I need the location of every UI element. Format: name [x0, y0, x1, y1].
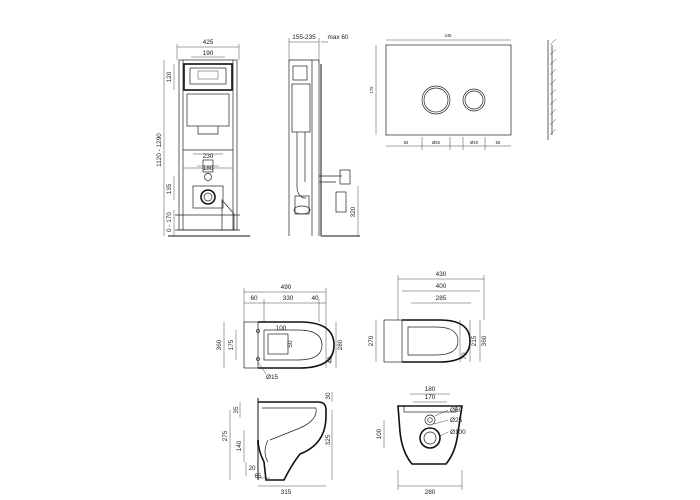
bowl-bolt-label: Ø15 — [266, 374, 279, 381]
bowl-hole-w-label: 100 — [276, 325, 287, 332]
plate-dim-1-label: 55 — [404, 140, 409, 145]
rear-bottom-label: 280 — [425, 489, 436, 496]
side-d65-label: 65 — [254, 473, 262, 480]
seat-d2-label: 215 — [471, 335, 478, 346]
side-d20-label: 20 — [248, 465, 256, 472]
bowl-hole-h-label: 50 — [287, 340, 294, 348]
install-foot-range-label: 0 - 170 — [166, 212, 173, 232]
install-side-a-label: 135 — [166, 183, 173, 194]
seat-height-left-label: 270 — [368, 335, 375, 346]
side-d140-label: 140 — [236, 440, 243, 451]
rear-d60-label: Ø60 — [450, 407, 463, 414]
seat-mid-label: 400 — [436, 283, 447, 290]
install-top-height-label: 120 — [166, 71, 173, 82]
bowl-width-label: 360 — [216, 339, 223, 350]
side-pipe-height-label: 320 — [350, 206, 357, 217]
bowl-dim-mid-label: 330 — [283, 295, 294, 302]
flush-plate-view: 246 175 55 Ø65 Ø48 55 — [369, 33, 557, 150]
side-d30-label: 30 — [325, 392, 332, 400]
bowl-side-right-label: 40 — [327, 356, 334, 364]
bowl-dim-left-label: 60 — [250, 295, 258, 302]
seat-outer-label: 430 — [436, 271, 447, 278]
side-d35-label: 35 — [233, 406, 240, 414]
seat-top-view: 430 400 285 270 70 215 360 — [368, 271, 488, 363]
bowl-inner-label: 175 — [228, 339, 235, 350]
plate-width-label: 246 — [445, 33, 453, 38]
rear-height-label: 100 — [376, 428, 383, 439]
install-total-height-label: 1120 - 1290 — [156, 133, 163, 167]
rear-top-label: 180 — [425, 386, 436, 393]
install-inner-width-label: 190 — [203, 50, 214, 57]
rear-d100-label: Ø100 — [450, 429, 466, 436]
seat-d1-label: 70 — [461, 352, 468, 360]
rear-d25-label: Ø25 — [450, 417, 463, 424]
installation-front-view: 425 190 120 1120 - 1290 230 180 135 0 - … — [156, 39, 250, 237]
side-max-depth-label: max 60 — [328, 34, 349, 41]
rear-inner-label: 170 — [425, 394, 436, 401]
install-spacing-a-label: 230 — [203, 153, 214, 160]
seat-inner-label: 285 — [436, 295, 447, 302]
bowl-side-view: 35 30 275 140 325 20 65 315 — [222, 392, 333, 496]
plate-dim-4-label: 55 — [496, 140, 501, 145]
side-d315-label: 315 — [281, 489, 292, 496]
bowl-top-view: 490 60 330 40 360 175 100 50 40 280 Ø15 — [216, 284, 344, 381]
install-width-label: 425 — [203, 39, 214, 46]
bowl-overall-right-label: 280 — [337, 339, 344, 350]
plate-dim-2-label: Ø65 — [432, 140, 441, 145]
side-d275-label: 275 — [222, 430, 229, 441]
install-spacing-b-label: 180 — [203, 165, 214, 172]
bowl-length-label: 490 — [281, 284, 292, 291]
side-d325-label: 325 — [325, 434, 332, 445]
installation-side-view: 155-235 max 60 320 — [288, 34, 360, 237]
side-depth-label: 155-235 — [292, 34, 316, 41]
bowl-rear-view: 180 170 Ø60 Ø25 Ø100 100 280 — [376, 386, 466, 496]
plate-dim-3-label: Ø48 — [470, 140, 479, 145]
bowl-dim-right-label: 40 — [311, 295, 319, 302]
plate-height-label: 175 — [369, 86, 374, 94]
seat-d3-label: 360 — [481, 335, 488, 346]
